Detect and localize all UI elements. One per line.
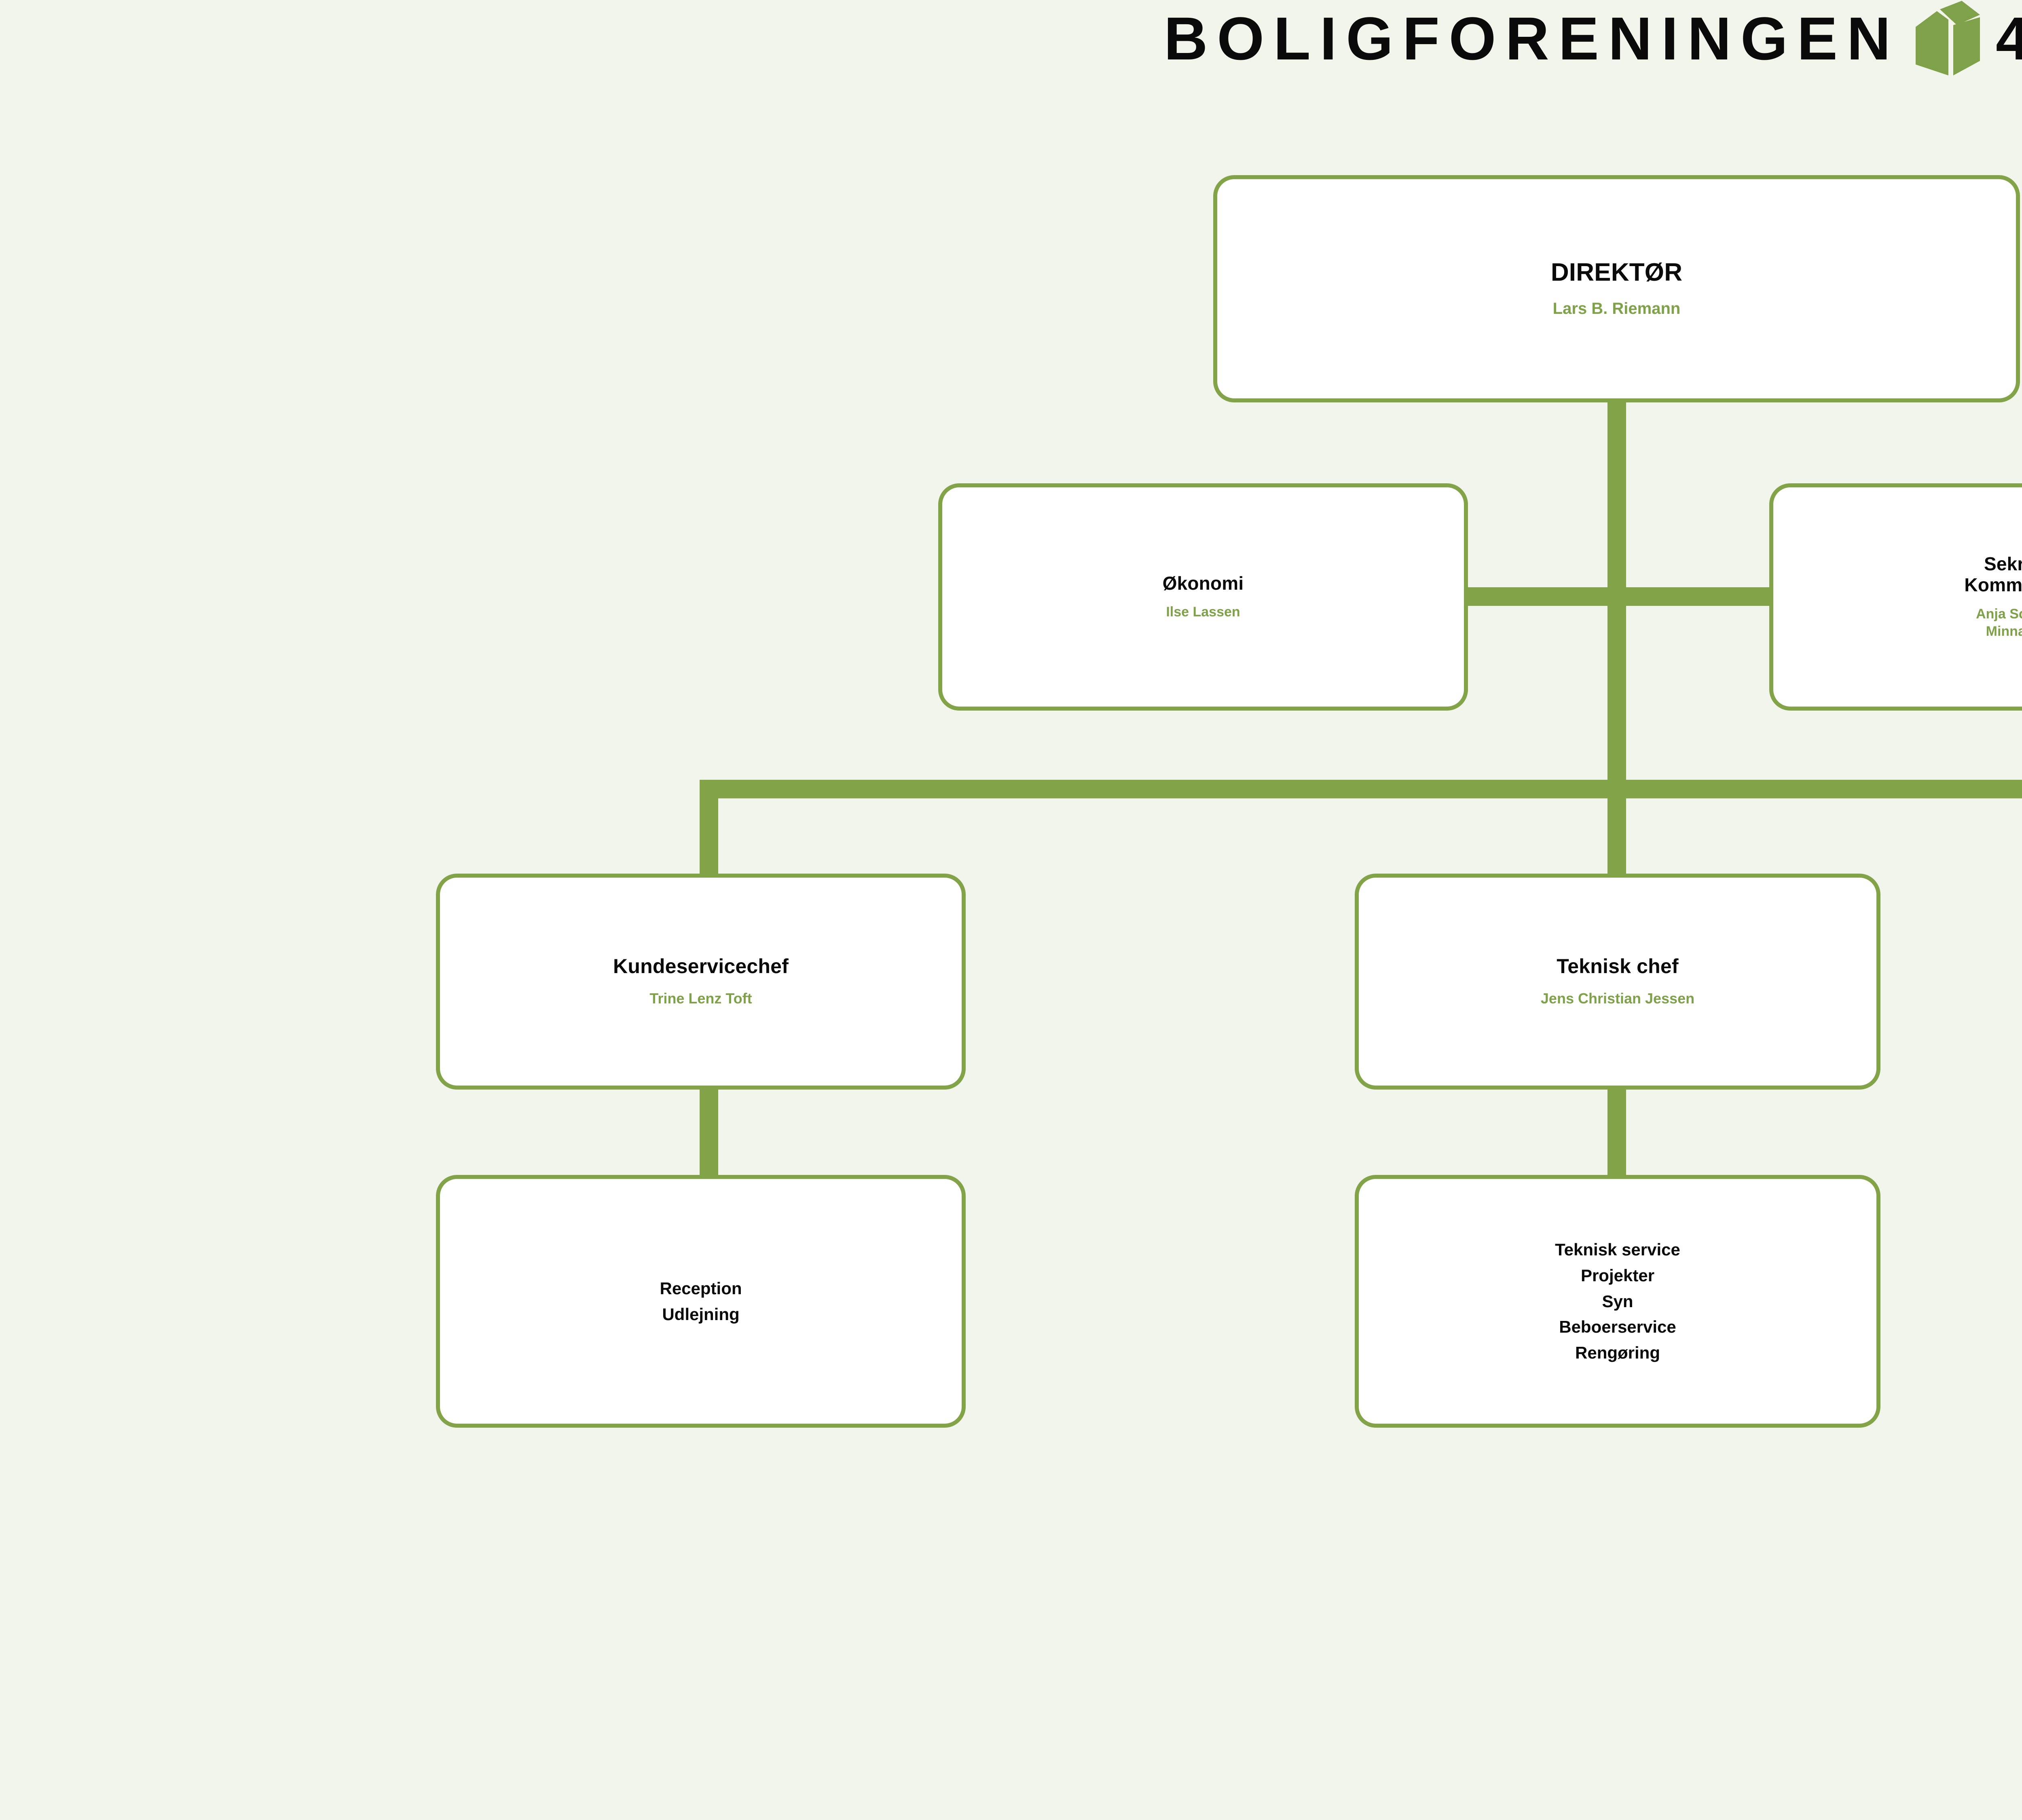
- connector-drop-teknisk: [1607, 780, 1626, 876]
- connector-kundeservice-to-functions: [700, 1090, 718, 1178]
- node-people-sekretariat-kommunikation: Anja Schmidt Hou Minna Hallberg: [1976, 605, 2022, 641]
- node-functions-kundeservice[interactable]: Reception Udlejning: [436, 1175, 966, 1428]
- list-item: Teknisk service: [1555, 1240, 1680, 1259]
- node-title-kundeservicechef: Kundeservicechef: [613, 955, 789, 978]
- node-title-oekonomi: Økonomi: [1162, 573, 1244, 594]
- node-teknisk-chef[interactable]: Teknisk chef Jens Christian Jessen: [1355, 874, 1880, 1090]
- node-person-direktoer: Lars B. Riemann: [1552, 299, 1681, 317]
- list-item: Rengøring: [1575, 1343, 1660, 1363]
- node-oekonomi[interactable]: Økonomi Ilse Lassen: [938, 483, 1468, 711]
- node-person: Ilse Lassen: [1166, 604, 1240, 620]
- list-item: Beboerservice: [1559, 1317, 1676, 1337]
- node-title-sekretariat-kommunikation: Sekretariat/ Kommunikation: [1964, 553, 2022, 596]
- node-people-oekonomi: Ilse Lassen: [1166, 603, 1240, 621]
- node-title-teknisk-chef: Teknisk chef: [1557, 955, 1679, 978]
- list-item: Udlejning: [662, 1304, 740, 1324]
- list-item: Syn: [1602, 1291, 1633, 1311]
- node-person: Minna Hallberg: [1986, 624, 2022, 639]
- function-list-teknisk: Teknisk service Projekter Syn Beboerserv…: [1555, 1237, 1680, 1366]
- list-item: Projekter: [1580, 1266, 1655, 1285]
- brand-wordmark: BOLIGFORENINGEN: [1164, 4, 1900, 72]
- node-person-kundeservicechef: Trine Lenz Toft: [649, 990, 752, 1007]
- brand-logo: BOLIGFORENINGEN 42: [0, 0, 2022, 77]
- node-title-direktoer: DIREKTØR: [1550, 258, 1683, 287]
- connector-staff-crossbar: [1464, 587, 1772, 606]
- connector-teknisk-to-functions: [1607, 1090, 1626, 1178]
- node-person: Anja Schmidt Hou: [1976, 606, 2022, 622]
- node-functions-teknisk[interactable]: Teknisk service Projekter Syn Beboerserv…: [1355, 1175, 1880, 1428]
- node-kundeservicechef[interactable]: Kundeservicechef Trine Lenz Toft: [436, 874, 966, 1090]
- connector-department-bus: [700, 780, 2022, 798]
- isometric-house-cube-icon: [1916, 1, 1980, 76]
- list-item: Reception: [660, 1278, 742, 1298]
- node-person-teknisk-chef: Jens Christian Jessen: [1540, 990, 1695, 1007]
- brand-number: 42: [1996, 4, 2022, 72]
- node-sekretariat-kommunikation[interactable]: Sekretariat/ Kommunikation Anja Schmidt …: [1769, 483, 2022, 711]
- node-direktoer[interactable]: DIREKTØR Lars B. Riemann: [1213, 175, 2020, 402]
- connector-drop-kundeservice: [700, 780, 718, 876]
- function-list-kundeservice: Reception Udlejning: [660, 1276, 742, 1327]
